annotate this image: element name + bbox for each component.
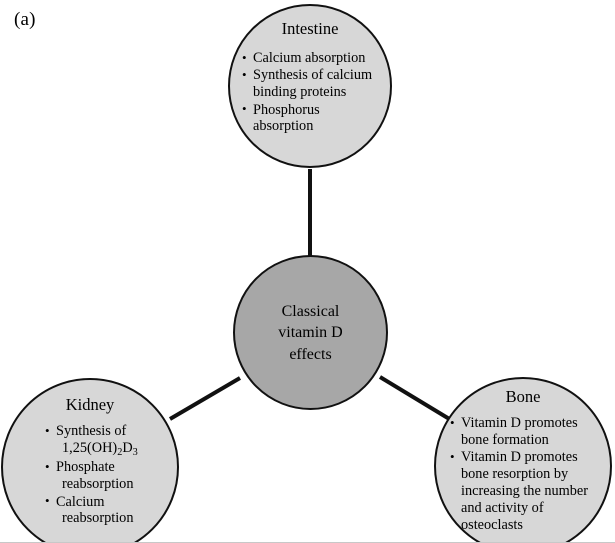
formula-subscript-1: 2 [117, 446, 123, 458]
center-line-3: effects [289, 345, 332, 363]
node-intestine[interactable]: Intestine Calcium absorption Synthesis o… [228, 4, 392, 168]
bullet-line-4: and activity of [461, 499, 544, 516]
node-center-text: Classical vitamin D effects [235, 301, 386, 365]
bullet-line-2: binding proteins [253, 84, 347, 101]
bullet-line-1: Synthesis of calcium [253, 67, 373, 84]
bullet-line-1: Vitamin D promotes [461, 449, 578, 466]
node-kidney-title: Kidney [65, 395, 115, 414]
node-intestine-bullets: Calcium absorption Synthesis of calcium … [242, 50, 390, 136]
list-item: Calcium absorption [242, 50, 390, 67]
list-item: Phosphate reabsorption [45, 459, 180, 493]
connector-center-to-kidney [168, 376, 242, 421]
center-line-2: vitamin D [278, 324, 343, 342]
node-kidney[interactable]: Kidney Synthesis of 1,25(OH)2D3 Phosphat… [1, 378, 180, 542]
node-kidney-bullets: Synthesis of 1,25(OH)2D3 Phosphate reabs… [45, 423, 180, 528]
list-item: Vitamin D promotes bone formation [450, 415, 615, 449]
bullet-line-2: bone formation [461, 431, 549, 448]
bullet-line-5: osteoclasts [461, 516, 523, 533]
bullet-line-1: Calcium absorption [253, 50, 366, 66]
node-bone-bullets: Vitamin D promotes bone formation Vitami… [450, 415, 615, 534]
bullet-line-2: reabsorption [62, 510, 134, 527]
node-classical-vitamin-d-effects[interactable]: Classical vitamin D effects [233, 255, 388, 410]
center-line-1: Classical [281, 303, 340, 320]
node-bone[interactable]: Bone Vitamin D promotes bone formation V… [434, 377, 615, 542]
bullet-line-1: Phosphate [56, 459, 115, 476]
formula-base-1: 1,25(OH) [62, 439, 118, 456]
formula-subscript-2: 3 [132, 446, 138, 458]
bullet-line-1: Phosphorus [253, 101, 320, 118]
bullet-line-3: increasing the number [461, 482, 589, 499]
list-item: Synthesis of calcium binding proteins [242, 67, 390, 101]
bullet-line-2-formula: 1,25(OH)2D3 [62, 440, 180, 459]
list-item: Vitamin D promotes bone resorption by in… [450, 449, 615, 533]
node-intestine-title: Intestine [281, 19, 339, 38]
bullet-line-2: bone resorption by [461, 466, 569, 483]
bullet-line-1: Synthesis of [56, 423, 127, 439]
list-item: Calcium reabsorption [45, 493, 180, 528]
node-bone-title: Bone [505, 387, 541, 406]
bullet-line-1: Vitamin D promotes [461, 415, 578, 431]
list-item: Synthesis of 1,25(OH)2D3 [45, 423, 180, 459]
bullet-line-1: Calcium [56, 493, 105, 510]
panel-label: (a) [14, 9, 36, 30]
bullet-line-2: absorption [253, 118, 314, 135]
list-item: Phosphorus absorption [242, 101, 390, 136]
formula-base-2: D [122, 439, 133, 456]
bullet-line-2: reabsorption [62, 476, 134, 493]
